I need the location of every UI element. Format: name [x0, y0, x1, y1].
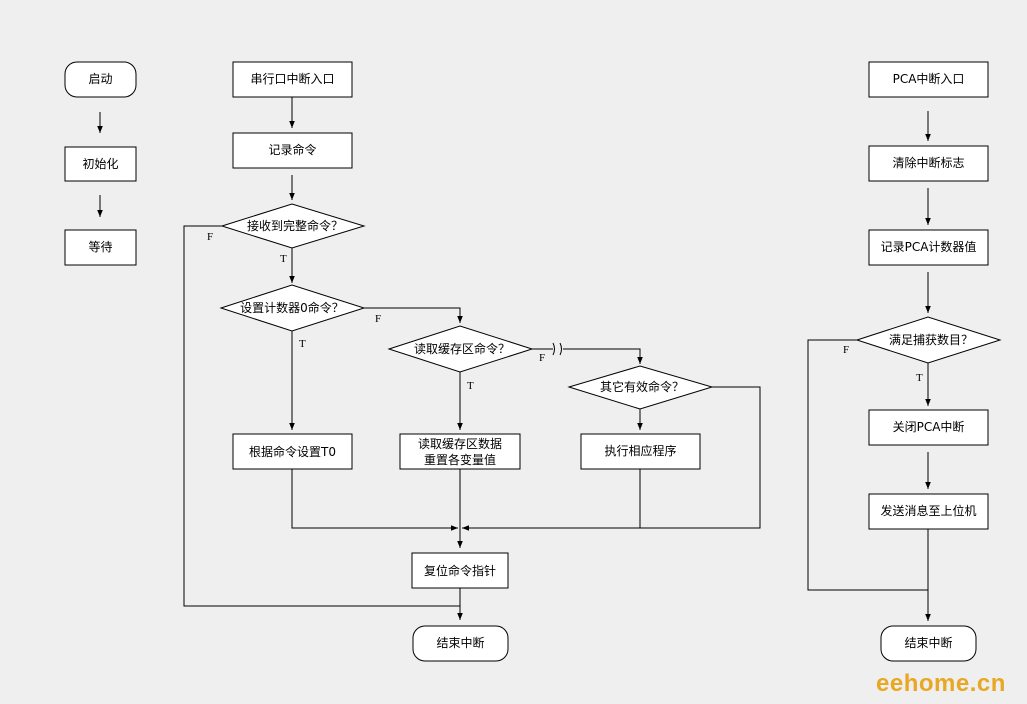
exec-label: 执行相应程序	[604, 443, 676, 458]
arrow-set-counter-false	[364, 307, 463, 323]
wait-box	[64, 229, 137, 266]
start-terminal	[64, 61, 137, 98]
label-read-buffer-false: F	[539, 352, 545, 364]
start-label: 启动	[88, 72, 112, 86]
pca-entry-label: PCA中断入口	[893, 71, 965, 86]
decision-set-counter-label: 设置计数器0命令？	[240, 300, 344, 315]
decision-other-cmd-label: 其它有效命令？	[600, 379, 684, 394]
main-program-flow: 启动 初始化 等待	[64, 61, 137, 266]
label-enough-true: T	[916, 372, 923, 384]
record-count-box	[868, 229, 989, 266]
decision-enough	[855, 316, 1002, 364]
send-msg-box	[868, 493, 989, 530]
serial-entry-box	[232, 61, 353, 98]
arrow-read-buffer-false	[563, 348, 643, 364]
serial-end-terminal	[412, 625, 509, 662]
set-t0-label: 根据命令设置T0	[249, 444, 336, 459]
line-break-symbol	[552, 342, 562, 356]
reset-ptr-box	[411, 552, 509, 589]
read-buffer-label-line1: 读取缓存区数据	[418, 436, 502, 451]
send-msg-label: 发送消息至上位机	[880, 503, 976, 518]
pca-end-label: 结束中断	[904, 635, 952, 650]
record-count-label: 记录PCA计数器值	[881, 239, 977, 254]
decision-read-buffer-label: 读取缓存区命令？	[414, 341, 510, 356]
record-cmd-box	[232, 132, 353, 169]
label-enough-false: F	[843, 344, 849, 356]
label-complete-false: F	[207, 231, 213, 243]
label-read-buffer-true: T	[467, 380, 474, 392]
clear-flag-label: 清除中断标志	[892, 155, 964, 170]
decision-complete-cmd	[220, 203, 366, 249]
decision-complete-cmd-label: 接收到完整命令？	[247, 218, 343, 233]
set-t0-box	[232, 433, 353, 470]
read-buffer-label-line2: 重置各变量值	[424, 452, 496, 467]
clear-flag-box	[868, 145, 989, 182]
serial-interrupt-flow: 串行口中断入口 记录命令 接收到完整命令？ F T 设置计数器0命令？ T F …	[183, 61, 761, 662]
watermark-logo: eehome.cn	[876, 670, 1006, 697]
record-cmd-label: 记录命令	[268, 142, 316, 157]
label-complete-true: T	[280, 253, 287, 265]
line-complete-false	[183, 225, 460, 607]
wait-label: 等待	[88, 240, 112, 254]
close-int-box	[868, 409, 989, 446]
label-set-counter-true: T	[299, 338, 306, 350]
decision-enough-label: 满足捕获数目？	[889, 332, 973, 347]
pca-end-terminal	[880, 625, 977, 662]
read-buffer-box	[399, 433, 521, 470]
line-enough-false	[807, 339, 928, 591]
close-int-label: 关闭PCA中断	[893, 419, 965, 434]
serial-entry-label: 串行口中断入口	[250, 71, 334, 86]
init-box	[64, 146, 137, 182]
pca-entry-box	[868, 61, 989, 98]
arrow-set-t0-merge	[291, 469, 458, 531]
init-label: 初始化	[82, 157, 118, 171]
label-set-counter-false: F	[375, 313, 381, 325]
arrow-other-false	[462, 386, 761, 531]
serial-end-label: 结束中断	[436, 635, 484, 650]
reset-ptr-label: 复位命令指针	[424, 563, 496, 578]
pca-interrupt-flow: PCA中断入口 清除中断标志 记录PCA计数器值 满足捕获数目？ F T 关闭P…	[807, 61, 1002, 662]
